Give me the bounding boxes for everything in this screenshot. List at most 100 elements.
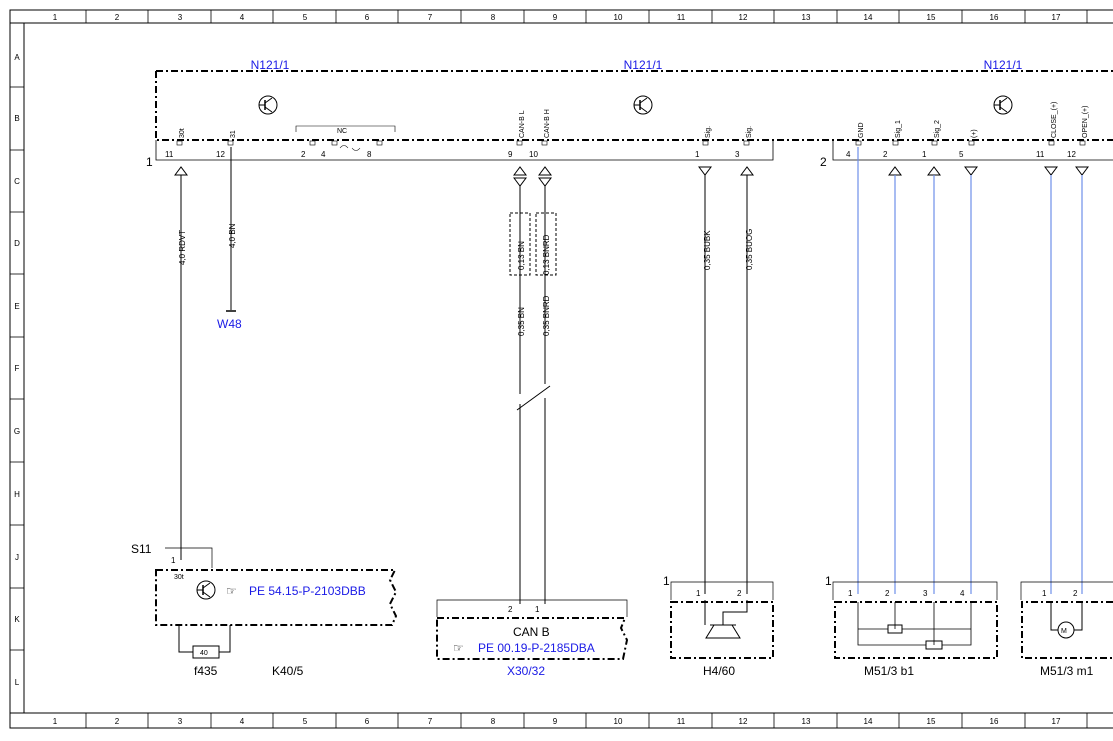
pin: 11 CLOSE_(+) [1036, 102, 1058, 159]
m51b1-outline [834, 601, 998, 659]
grid-row-label: C [14, 177, 20, 186]
grid-col-label-bottom: 4 [240, 717, 245, 726]
hand-pointer-icon: ☞ [226, 584, 237, 598]
fuse-value: 40 [200, 650, 208, 657]
pin-signal: CAN-B H [544, 109, 551, 138]
fuse-label: f435 [194, 664, 218, 678]
grid-col-label-bottom: 13 [802, 717, 811, 726]
pin-signal: Sig_2 [934, 120, 941, 138]
pin: 4 GND [846, 122, 865, 159]
grid-col-label-top: 13 [802, 13, 811, 22]
pin-signal: 31 [230, 130, 237, 138]
wire-label-bn035: 0,35 BN [517, 307, 526, 336]
x30-outline [436, 617, 629, 660]
pin-number: 4 [846, 150, 851, 159]
wire-label-bubk: 0,35 BUBK [703, 230, 712, 270]
x30-reference-link[interactable]: PE 00.19-P-2185DBA [478, 641, 595, 655]
pin-number: 11 [1036, 150, 1045, 159]
connector-2-strip [832, 140, 1113, 161]
arrow-up-icon [740, 166, 754, 176]
m51m1-pin: 1 [1042, 589, 1047, 598]
connector-id-2: 2 [820, 155, 827, 169]
grid-row-label: K [14, 615, 20, 624]
grid-col-label-bottom: 14 [864, 717, 873, 726]
module-label-left: N121/1 [251, 58, 290, 72]
pin-number: 9 [508, 150, 513, 159]
transistor-icon [993, 95, 1013, 115]
connector-id-1: 1 [146, 155, 153, 169]
grid-row-label: D [14, 239, 20, 248]
fuse-wiring [178, 625, 231, 653]
grid-row-label: A [14, 53, 20, 62]
wire-can-l [516, 186, 551, 604]
grid-col-label-top: 6 [365, 13, 370, 22]
module-label-k40: K40/5 [272, 664, 304, 678]
ground-label: W48 [217, 317, 242, 331]
grid-col-label-bottom: 5 [303, 717, 308, 726]
arrow-down-icon [1044, 166, 1058, 176]
pin: 11 30t [165, 128, 186, 159]
m51m1-pin: 2 [1073, 589, 1078, 598]
pin-number: 2 [301, 150, 306, 159]
connector-1-strip [155, 140, 774, 161]
frame [9, 9, 1113, 729]
speaker-icon [704, 600, 748, 639]
s11-pin-number: 1 [171, 556, 176, 565]
pin: 10 CAN-B H [529, 109, 551, 159]
pin-number: 5 [959, 150, 964, 159]
grid-row-label: B [14, 114, 19, 123]
pin-number: 12 [1067, 150, 1076, 159]
pin-signal: OPEN_(+) [1082, 106, 1089, 138]
splice-box-bn [509, 212, 531, 276]
pin-signal: CAN-B L [519, 110, 526, 138]
grid-col-label-top: 8 [491, 13, 496, 22]
motor-icon: M [1057, 621, 1075, 639]
m51b1-connector [832, 581, 998, 600]
pin: 1 Sig_2 [922, 120, 941, 159]
x30-pin-2: 2 [508, 605, 513, 614]
grid-row-label: J [15, 553, 19, 562]
grid-col-label-top: 5 [303, 13, 308, 22]
pin-signal: Sig_1 [895, 120, 902, 138]
grid-col-label-top: 3 [178, 13, 183, 22]
s11-reference-link[interactable]: PE 54.15-P-2103DBB [249, 584, 366, 598]
arrow-down-icon [964, 166, 978, 176]
pin: 12 31 [216, 130, 237, 159]
grid-col-label-bottom: 6 [365, 717, 370, 726]
transistor-icon [196, 580, 216, 600]
nc-label: NC [337, 128, 347, 135]
module-label-right: N121/1 [984, 58, 1023, 72]
pin: 2 Sig_1 [883, 120, 902, 159]
grid-col-label-top: 9 [553, 13, 558, 22]
m51m1-label: M51/3 m1 [1040, 664, 1094, 678]
wire-label-buog: 0,35 BUOG [745, 229, 754, 270]
pin-signal: CLOSE_(+) [1051, 102, 1058, 138]
grid-col-label-top: 17 [1052, 13, 1061, 22]
h4-connector-id: 1 [663, 574, 670, 588]
pin: 3 Sig. [735, 126, 753, 159]
grid-col-label-bottom: 16 [990, 717, 999, 726]
wire-label-bn013: 0,13 BN [517, 241, 526, 270]
pin-signal: GND [858, 122, 865, 138]
pin-number: 8 [367, 150, 372, 159]
grid-col-label-top: 10 [614, 13, 623, 22]
m51m1-outline [1021, 601, 1113, 659]
pin-number: 10 [529, 150, 538, 159]
grid-col-label-top: 15 [927, 13, 936, 22]
hand-pointer-icon: ☞ [453, 641, 464, 655]
pin-signal: Sig. [705, 126, 712, 138]
pin: 4 [321, 140, 338, 159]
pin-signal: (+) [971, 129, 978, 138]
hall-sensor-icon [925, 640, 943, 650]
grid-col-label-bottom: 15 [927, 717, 936, 726]
pin: 2 [301, 140, 316, 159]
wire-label-rdvt: 4,0 RDVT [178, 230, 187, 265]
grid-col-label-top: 4 [240, 13, 245, 22]
h4-outline [670, 601, 774, 659]
module-n121-outline [155, 70, 1113, 141]
fuse-icon [192, 645, 220, 659]
pin-number: 3 [735, 150, 740, 159]
s11-label: S11 [131, 542, 152, 556]
